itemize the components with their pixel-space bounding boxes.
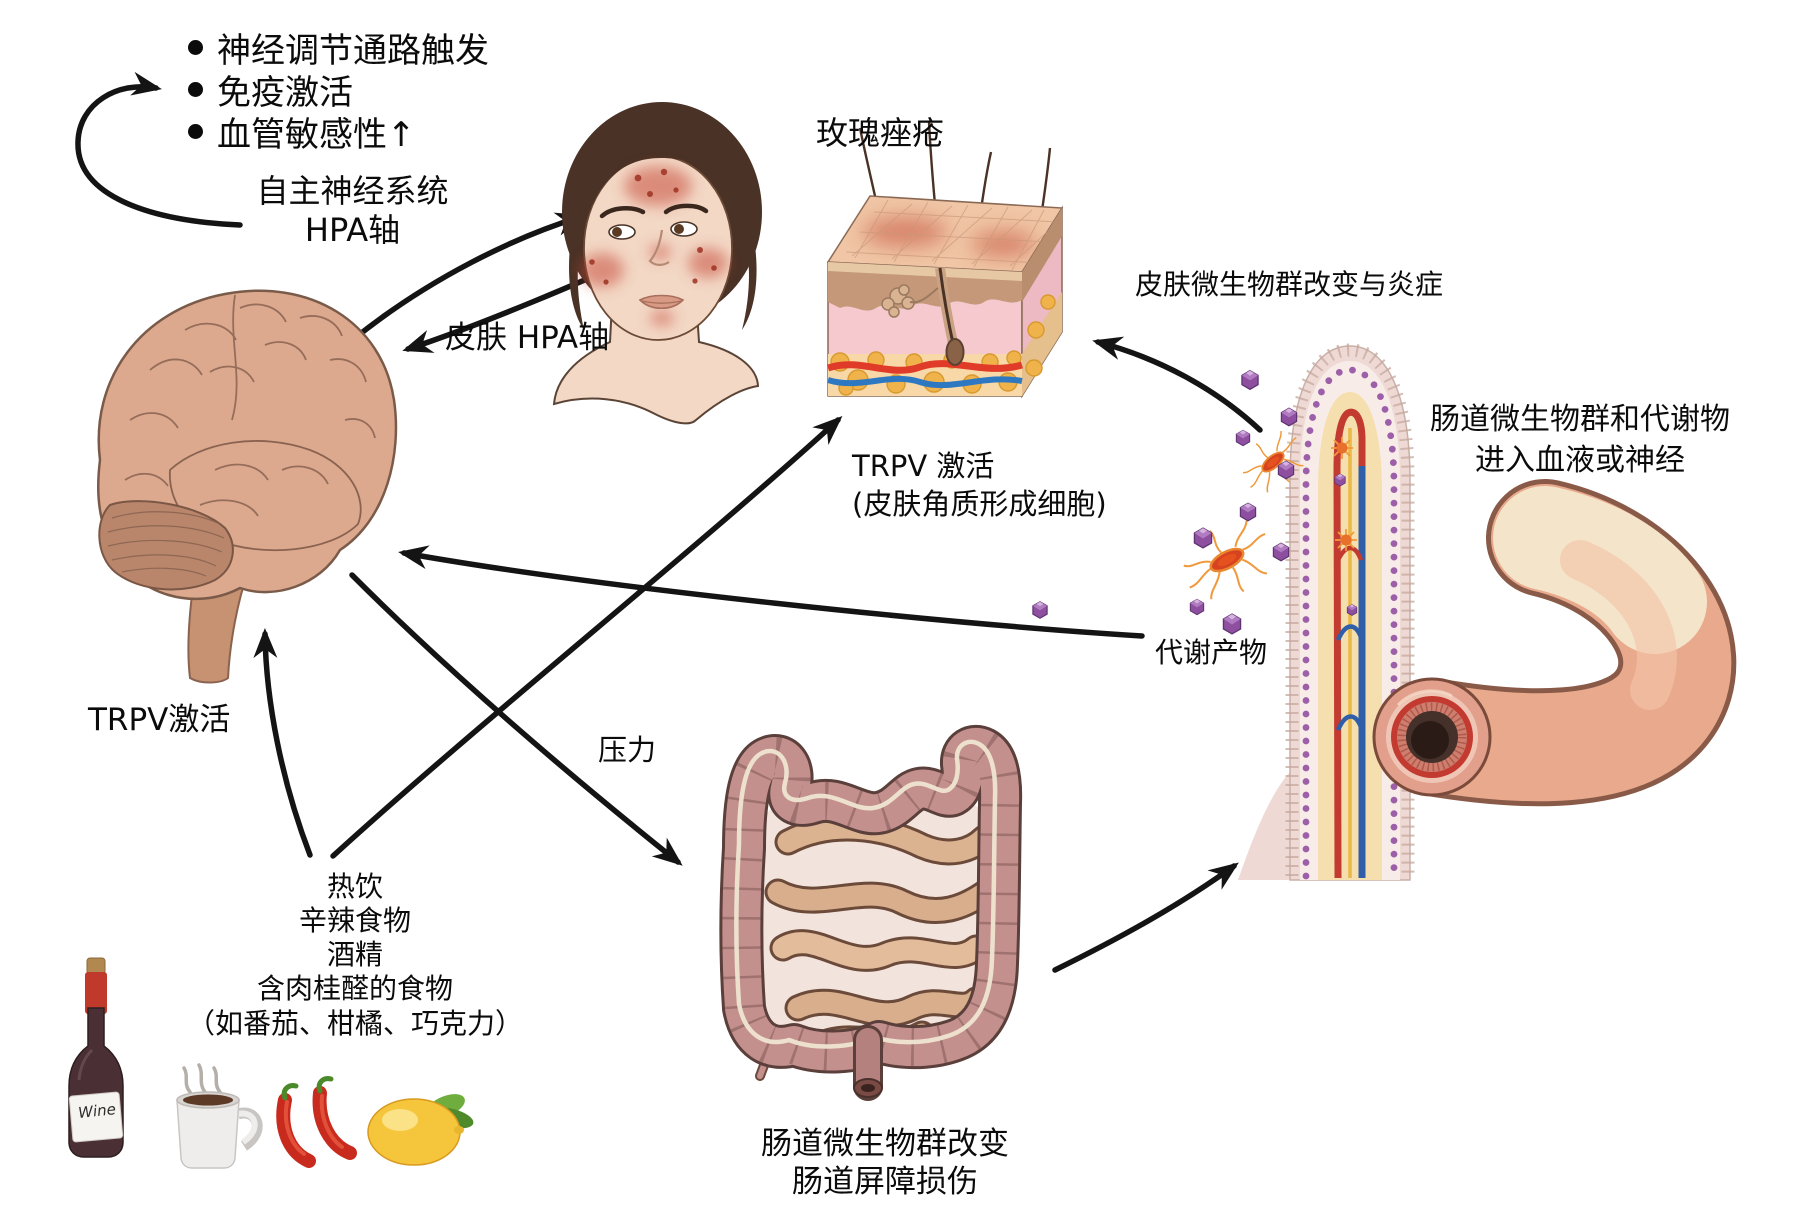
label-stress: 压力: [598, 733, 657, 767]
brain-illustration: [97, 289, 398, 684]
intestinal-villus-illustration: [1238, 343, 1415, 881]
wine-bottle-icon: [68, 957, 124, 1158]
label-trigger-line: 含肉桂醛的食物: [256, 972, 453, 1006]
label-skin-hpa: 皮肤 HPA轴: [445, 320, 610, 356]
bullet-item: 免疫激活: [188, 68, 489, 113]
label-trigger-line: 辛辣食物: [298, 904, 411, 938]
gut-tube-cross-section-illustration: [1372, 479, 1737, 807]
bullet-icon: [188, 39, 203, 55]
label-autonomic-line2: HPA轴: [304, 211, 401, 250]
label-skin-microbiome: 皮肤微生物群改变与炎症: [1135, 268, 1444, 301]
arrow-brain-to-gut-stress: [349, 572, 683, 866]
label-trigger-line: 热饮: [326, 870, 383, 903]
effects-bullet-list: 神经调节通路触发 免疫激活 血管敏感性↑: [188, 26, 489, 155]
lemon-icon: [367, 1094, 474, 1166]
label-trigger-line: 酒精: [326, 938, 383, 972]
metabolite-hexagon-icon: [1241, 370, 1259, 390]
bullet-text: 神经调节通路触发: [217, 30, 489, 71]
arrow-triggers-to-brain-trpv: [253, 628, 313, 858]
metabolite-hexagon-icon: [1193, 527, 1213, 549]
metabolite-hexagon-icon: [1277, 460, 1295, 480]
label-gut-to-blood: 肠道微生物群和代谢物 进入血液或神经: [1390, 400, 1770, 481]
label-gut-changes-line1: 肠道微生物群改变: [761, 1126, 1009, 1162]
face-with-rosacea-illustration: [552, 102, 762, 425]
arrow-metabolites-to-brain: [398, 545, 1145, 639]
label-trpv-keratinocytes-line1: TRPV 激活: [852, 449, 995, 483]
label-gut-to-blood-line2: 进入血液或神经: [1475, 442, 1685, 478]
label-trpv-brain: TRPV激活: [88, 702, 231, 738]
metabolite-hexagon-icon: [1189, 598, 1205, 616]
bullet-text: 免疫激活: [217, 72, 353, 113]
skin-cross-section-illustration: [826, 121, 1064, 399]
bacteria-icon: [1169, 507, 1286, 615]
metabolite-hexagon-icon: [1032, 601, 1048, 619]
label-metabolites: 代谢产物: [1155, 636, 1268, 669]
bullet-text: 血管敏感性↑: [217, 114, 416, 155]
label-gut-changes-line2: 肠道屏障损伤: [792, 1163, 978, 1200]
metabolite-hexagon-icon: [1239, 502, 1257, 522]
label-trpv-keratinocytes: TRPV 激活 (皮肤角质形成细胞): [852, 448, 1107, 523]
chili-peppers-icon: [276, 1076, 357, 1168]
metabolite-hexagon-icon: [1235, 429, 1251, 447]
metabolite-hexagon-icon: [1346, 604, 1358, 616]
label-trigger-line: （如番茄、柑橘、巧克力）: [186, 1006, 523, 1040]
label-triggers: 热饮 辛辣食物 酒精 含肉桂醛的食物 （如番茄、柑橘、巧克力）: [180, 870, 530, 1041]
arrow-villus-to-skin: [1092, 336, 1263, 433]
metabolite-hexagon-icon: [1222, 613, 1242, 635]
label-gut-changes: 肠道微生物群改变 肠道屏障损伤: [730, 1126, 1040, 1202]
coffee-mug-icon: [176, 1063, 263, 1169]
label-gut-to-blood-line1: 肠道微生物群和代谢物: [1430, 402, 1730, 437]
bullet-icon: [188, 81, 203, 97]
arrow-gut-to-villus: [1052, 862, 1239, 973]
metabolite-hexagon-icon: [1272, 542, 1290, 562]
bullet-icon: [188, 123, 203, 139]
arrow-brain-to-face: [352, 212, 586, 341]
curved-arrow-icon-loop-to-effects: [75, 71, 243, 228]
arrow-triggers-to-skin-trpv: [330, 415, 843, 859]
infection-spot: [1331, 437, 1357, 551]
label-rosacea: 玫瑰痤疮: [815, 114, 944, 152]
bullet-item: 神经调节通路触发: [188, 26, 489, 71]
label-trpv-keratinocytes-line2: (皮肤角质形成细胞): [852, 486, 1107, 521]
label-autonomic-hpa: 自主神经系统 HPA轴: [230, 172, 475, 250]
intestine-illustration: [719, 725, 1023, 1101]
label-autonomic-line1: 自主神经系统: [256, 172, 449, 210]
bullet-item: 血管敏感性↑: [188, 110, 489, 155]
metabolite-hexagon-icon: [1334, 473, 1346, 487]
metabolite-hexagon-icon: [1280, 407, 1298, 427]
